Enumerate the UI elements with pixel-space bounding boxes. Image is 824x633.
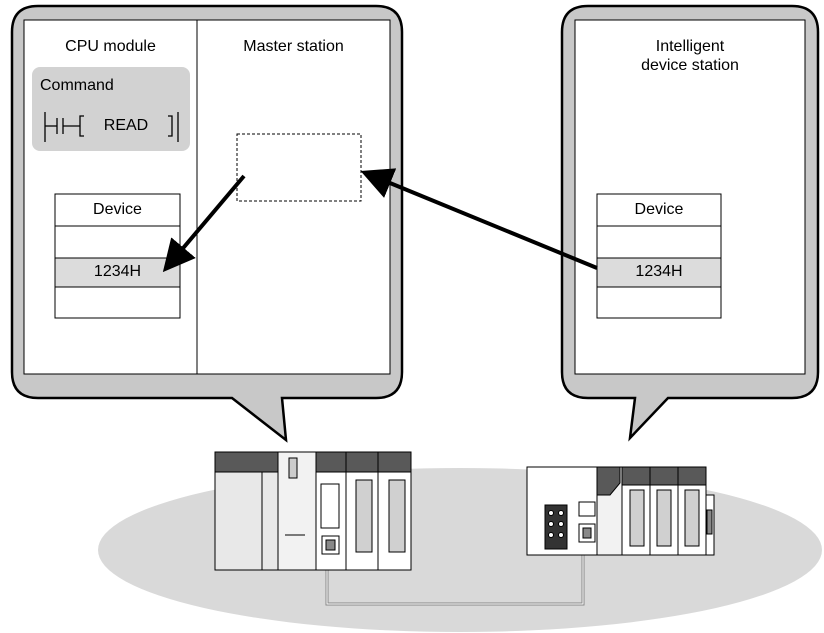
io-module-icon: [526, 466, 715, 556]
read-instruction-label: READ: [103, 117, 149, 134]
intelligent-station-label-line2: device station: [641, 57, 739, 74]
command-label: Command: [40, 77, 114, 94]
command-box: [32, 67, 190, 151]
cpu-module-label: CPU module: [65, 38, 156, 55]
left-callout: [10, 4, 404, 443]
ladder-contact-icon: [44, 112, 179, 142]
read-arrow-to-cpu: [162, 174, 246, 273]
intelligent-station-label-line1: Intelligent: [655, 38, 725, 55]
read-arrow-to-master: [360, 168, 598, 270]
right-device-value: 1234H: [635, 263, 683, 280]
right-device-header: Device: [634, 201, 684, 218]
plc-rack-icon: [214, 451, 412, 571]
left-device-table: [54, 193, 181, 319]
right-callout: [560, 4, 820, 442]
master-buffer-area: [236, 133, 362, 202]
left-device-value: 1234H: [93, 263, 142, 280]
left-device-header: Device: [93, 201, 142, 218]
master-station-label: Master station: [243, 38, 344, 55]
right-device-table: [596, 193, 722, 319]
